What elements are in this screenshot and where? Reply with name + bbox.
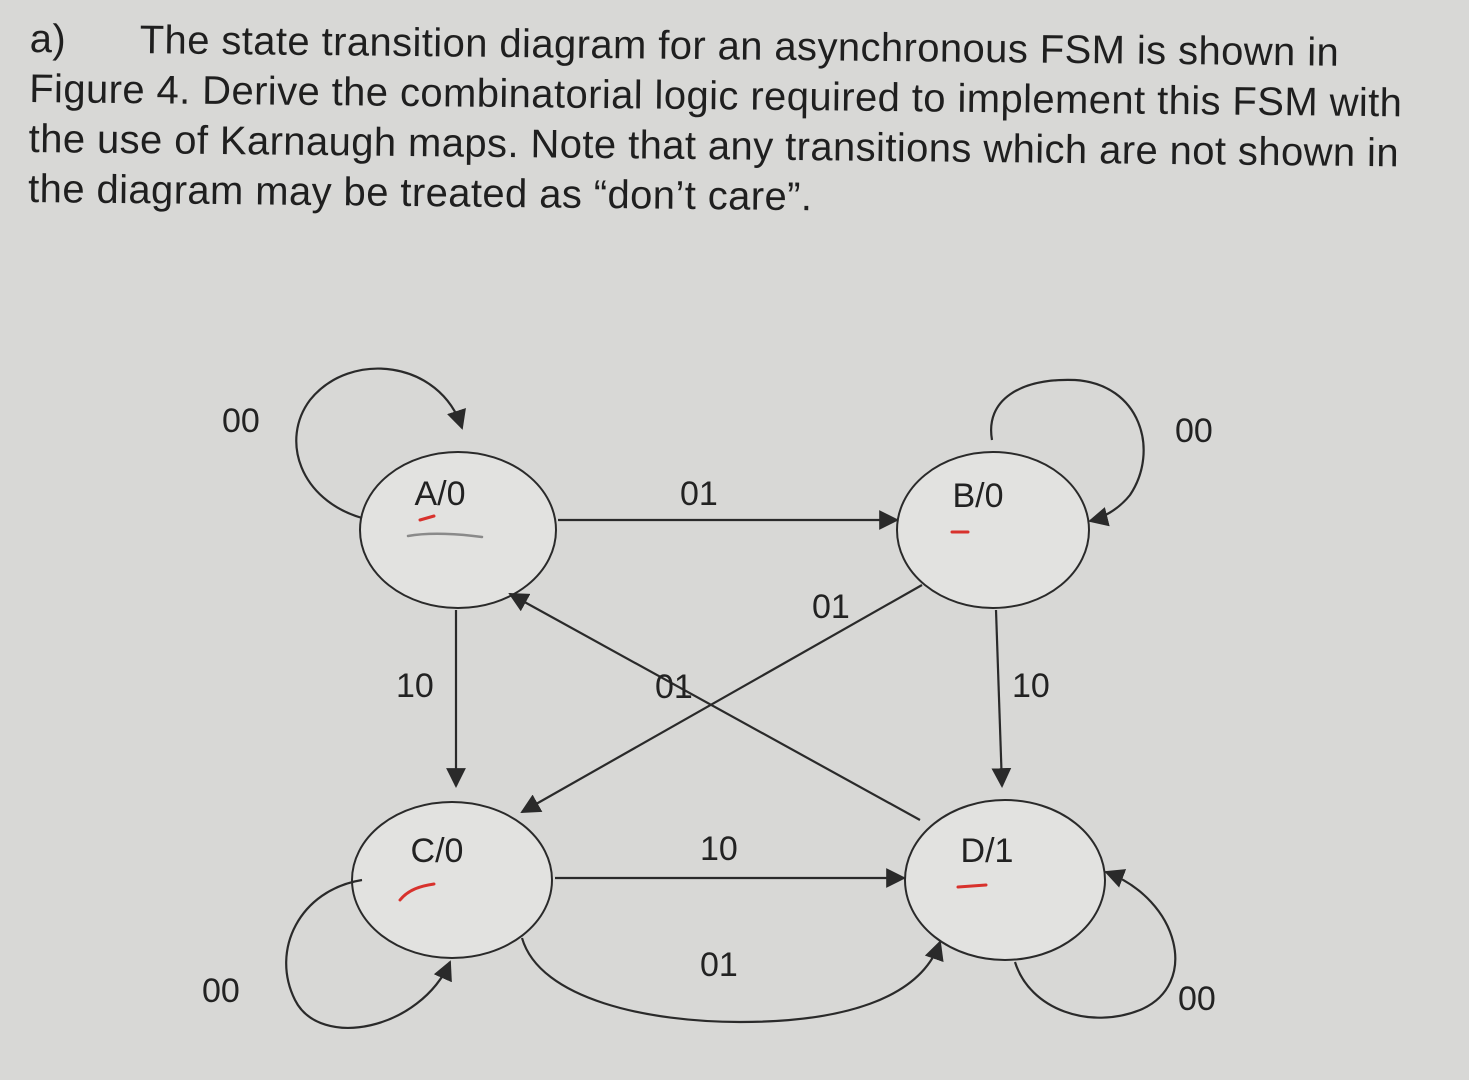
edge-c-to-d-curved	[520, 937, 944, 1024]
state-a-label: A/0	[414, 475, 465, 513]
red-mark-d	[956, 883, 988, 889]
edge-d-self-label: 00	[1178, 980, 1216, 1018]
edge-b-self-label: 00	[1175, 412, 1213, 450]
edge-c-to-d-label: 10	[700, 830, 738, 868]
edge-b-self-loop	[990, 378, 1145, 527]
state-d-circle	[904, 799, 1106, 961]
red-mark-a	[418, 514, 436, 522]
edge-b-to-c	[520, 584, 923, 813]
edge-a-to-b-label: 01	[680, 475, 718, 513]
edge-c-self-loop	[285, 878, 452, 1029]
state-c-label: C/0	[411, 832, 464, 870]
edge-b-to-d	[991, 609, 1012, 788]
edge-c-self-label: 00	[202, 972, 240, 1010]
pencil-underline-a	[406, 532, 484, 539]
edge-a-self-label: 00	[222, 402, 260, 440]
state-d-label: D/1	[961, 832, 1014, 870]
state-b-label: B/0	[952, 477, 1003, 515]
state-a-circle	[359, 451, 557, 609]
red-mark-c	[398, 882, 436, 902]
edge-d-to-a-label: 01	[655, 668, 693, 706]
edge-b-to-c-label: 01	[812, 588, 850, 626]
state-b-circle	[896, 451, 1090, 609]
edge-a-self-loop	[295, 367, 466, 520]
edge-a-to-c-label: 10	[396, 667, 434, 705]
edge-d-self-loop	[1013, 869, 1177, 1019]
edge-d-to-a	[508, 593, 921, 821]
edge-b-to-d-label: 10	[1012, 667, 1050, 705]
edge-c-to-d-curved-label: 01	[700, 946, 738, 984]
state-c-circle	[351, 801, 553, 959]
